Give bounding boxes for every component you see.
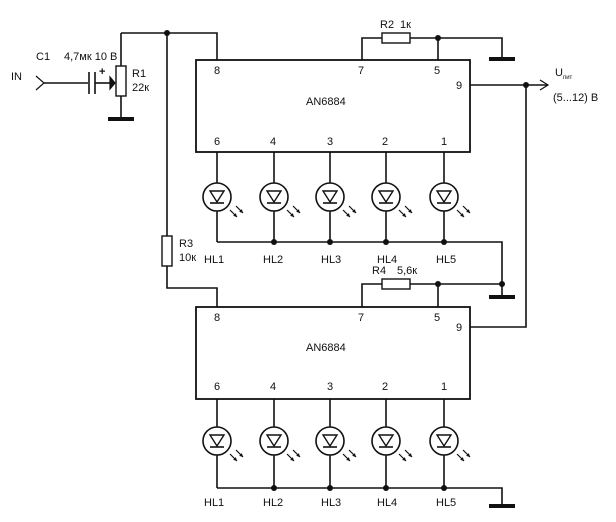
r4-value: 5,6к <box>397 265 417 277</box>
chip-2-pin-8: 8 <box>214 312 220 324</box>
chip-2-led-hl2: HL2 <box>263 497 283 509</box>
c1-value: 4,7мк 10 В <box>64 51 117 63</box>
chip-2-body <box>195 306 471 400</box>
resistor-r2 <box>381 32 411 44</box>
chip-1-pin-6: 6 <box>214 136 220 148</box>
chip-2-led-4 <box>371 399 413 488</box>
wire-pin8-top <box>121 32 218 60</box>
top-wiring: R3 10к <box>121 30 218 307</box>
r3-ref: R3 <box>179 238 193 250</box>
chip-1-led-3 <box>315 152 357 242</box>
resistor-r3 <box>161 235 173 267</box>
chip-2-led-2 <box>259 399 301 488</box>
c1-polarity: + <box>99 66 105 78</box>
r1-wiper-arrow <box>109 75 116 91</box>
chip-1-led-5 <box>429 152 471 242</box>
chip-1-led-array <box>202 152 471 242</box>
junction-r4 <box>435 281 441 287</box>
wire-led-bus-2 <box>217 487 503 504</box>
r1-value: 22к <box>132 82 149 94</box>
input-section: IN + C1 4,7мк 10 В R1 22к <box>11 33 149 121</box>
r1-ref: R1 <box>132 68 146 80</box>
chip-1-led-hl1: HL1 <box>204 254 224 266</box>
r3-value: 10к <box>179 252 196 264</box>
chip-1-led-hl5: HL5 <box>436 254 456 266</box>
chip-1-pin-9: 9 <box>456 80 462 92</box>
chip-1-title: AN6884 <box>306 96 346 108</box>
chip-1-body <box>195 59 471 153</box>
chip-2-led-hl4: HL4 <box>377 497 397 509</box>
chip-2-led-3 <box>315 399 357 488</box>
chip-1-pin-4: 4 <box>270 136 276 148</box>
supply-label: Uпит <box>555 67 573 81</box>
chip-2-pin-2: 2 <box>382 381 388 393</box>
r4-ref: R4 <box>372 265 386 277</box>
capacitor-c1 <box>88 72 96 94</box>
chip-1-pin-2: 2 <box>382 136 388 148</box>
wire-pin7-r2 <box>361 37 382 60</box>
chip-1-pin-8: 8 <box>214 65 220 77</box>
input-label: IN <box>11 71 22 83</box>
supply-range: (5...12) В <box>553 92 598 104</box>
wire-led-bus-1 <box>217 241 503 296</box>
r2-network: R2 1к <box>361 19 515 61</box>
chip-2-led-hl5: HL5 <box>436 497 456 509</box>
chip-2-led-5 <box>429 399 471 488</box>
chip-1-pin-5: 5 <box>434 65 440 77</box>
chip-1-led-hl2: HL2 <box>263 254 283 266</box>
chip-2-led-array <box>202 399 471 488</box>
chip-2: AN6884 8 7 5 9 6 4 3 2 1 HL1 HL2 HL3 HL4… <box>195 306 471 509</box>
chip-1-led-2 <box>259 152 301 242</box>
wire-r2-ground <box>438 37 503 58</box>
chip-1-led-hl3: HL3 <box>321 254 341 266</box>
chip-2-led-bus <box>217 485 515 508</box>
r2-value: 1к <box>400 19 411 31</box>
resistor-r1 <box>115 65 127 97</box>
chip-2-led-hl1: HL1 <box>204 497 224 509</box>
chip-2-led-1 <box>202 399 244 488</box>
r4-network: R4 5,6к <box>361 265 502 307</box>
chip-2-pin-4: 4 <box>270 381 276 393</box>
chip-2-pin-7: 7 <box>358 312 364 324</box>
input-arrow <box>35 75 45 91</box>
chip-2-pin-3: 3 <box>327 381 333 393</box>
chip-1-pin-7: 7 <box>358 65 364 77</box>
chip-1-led-hl4: HL4 <box>377 254 397 266</box>
resistor-r4 <box>381 278 411 290</box>
chip-2-led-hl3: HL3 <box>321 497 341 509</box>
chip-2-pin-6: 6 <box>214 381 220 393</box>
wire-pin7-r4 <box>361 283 382 307</box>
supply-network: Uпит (5...12) В <box>470 67 598 328</box>
chip-1-pin-3: 3 <box>327 136 333 148</box>
chip-1-led-4 <box>371 152 413 242</box>
chip-2-pin-1: 1 <box>441 381 447 393</box>
chip-2-title: AN6884 <box>306 342 346 354</box>
c1-ref: C1 <box>36 51 50 63</box>
wire-supply-chip2 <box>470 85 527 328</box>
r2-ref: R2 <box>380 19 394 31</box>
chip-2-pin-9: 9 <box>456 322 462 334</box>
supply-arrow <box>539 79 550 91</box>
chip-1: AN6884 8 7 5 9 6 4 3 2 1 HL1 HL2 HL3 HL4… <box>195 59 471 266</box>
chip-1-pin-1: 1 <box>441 136 447 148</box>
wire-r3-to-chip2 <box>166 266 218 307</box>
chip-1-led-bus <box>217 239 515 299</box>
chip-1-led-1 <box>202 152 244 242</box>
chip-2-pin-5: 5 <box>434 312 440 324</box>
wire-r2-pin5 <box>410 37 439 60</box>
